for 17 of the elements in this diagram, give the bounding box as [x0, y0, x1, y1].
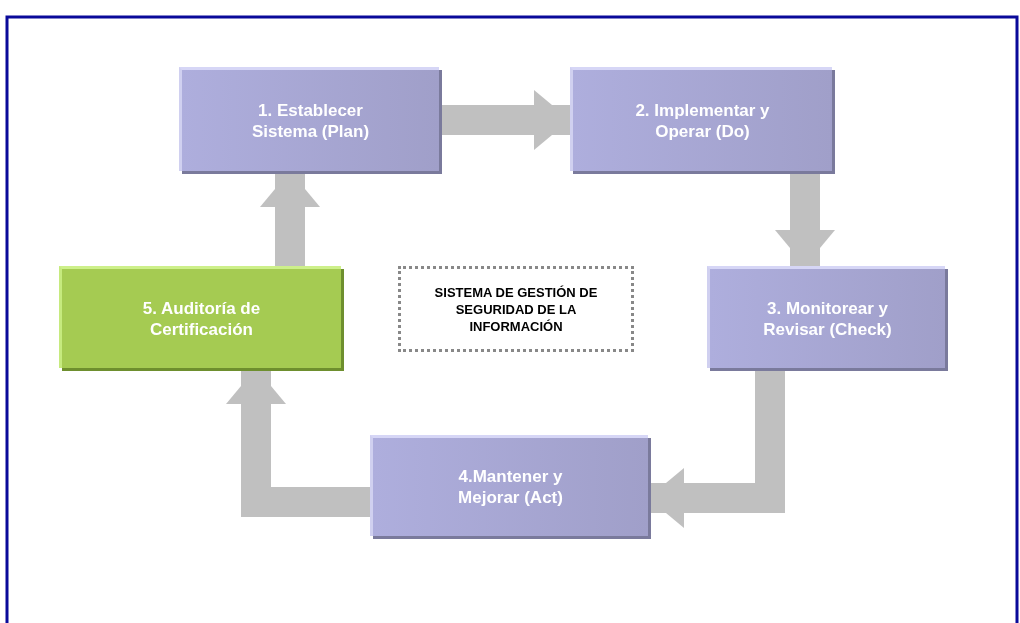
block-arrow — [648, 368, 785, 528]
block-arrow — [226, 368, 370, 517]
process-box — [179, 67, 439, 171]
process-box — [59, 266, 341, 368]
process-box — [370, 435, 648, 536]
block-arrow — [439, 90, 570, 150]
step-label: SISTEMA DE GESTIÓN DE SEGURIDAD DE LA INFORMACIÓN — [433, 283, 599, 335]
step-label: 2. Implementar y Operar (Do) — [634, 99, 771, 142]
step-label: 1. Establecer Sistema (Plan) — [250, 99, 371, 142]
step-label: 3. Monitorear y Revisar (Check) — [762, 297, 893, 340]
block-arrow — [775, 171, 835, 266]
block-arrow — [260, 171, 320, 266]
step-label: 4.Mantener y Mejorar (Act) — [457, 466, 564, 508]
step-label: 5. Auditoría de Certificación — [141, 297, 262, 340]
process-box — [707, 266, 945, 368]
title-box — [398, 266, 634, 352]
process-box — [570, 67, 832, 171]
